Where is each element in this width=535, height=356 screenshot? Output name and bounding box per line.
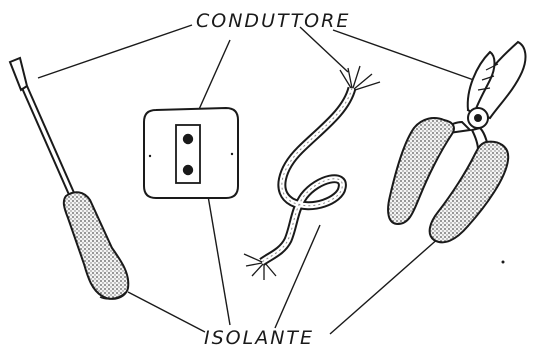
electric-wire-icon — [244, 66, 380, 280]
speck — [502, 261, 505, 264]
conductor-leader-lines — [38, 25, 485, 134]
electrical-socket-icon — [144, 108, 238, 198]
screwdriver-icon — [10, 58, 128, 299]
conductor-label: CONDUTTORE — [196, 10, 350, 32]
insulator-label: ISOLANTE — [204, 327, 314, 349]
pliers-icon — [388, 42, 525, 242]
